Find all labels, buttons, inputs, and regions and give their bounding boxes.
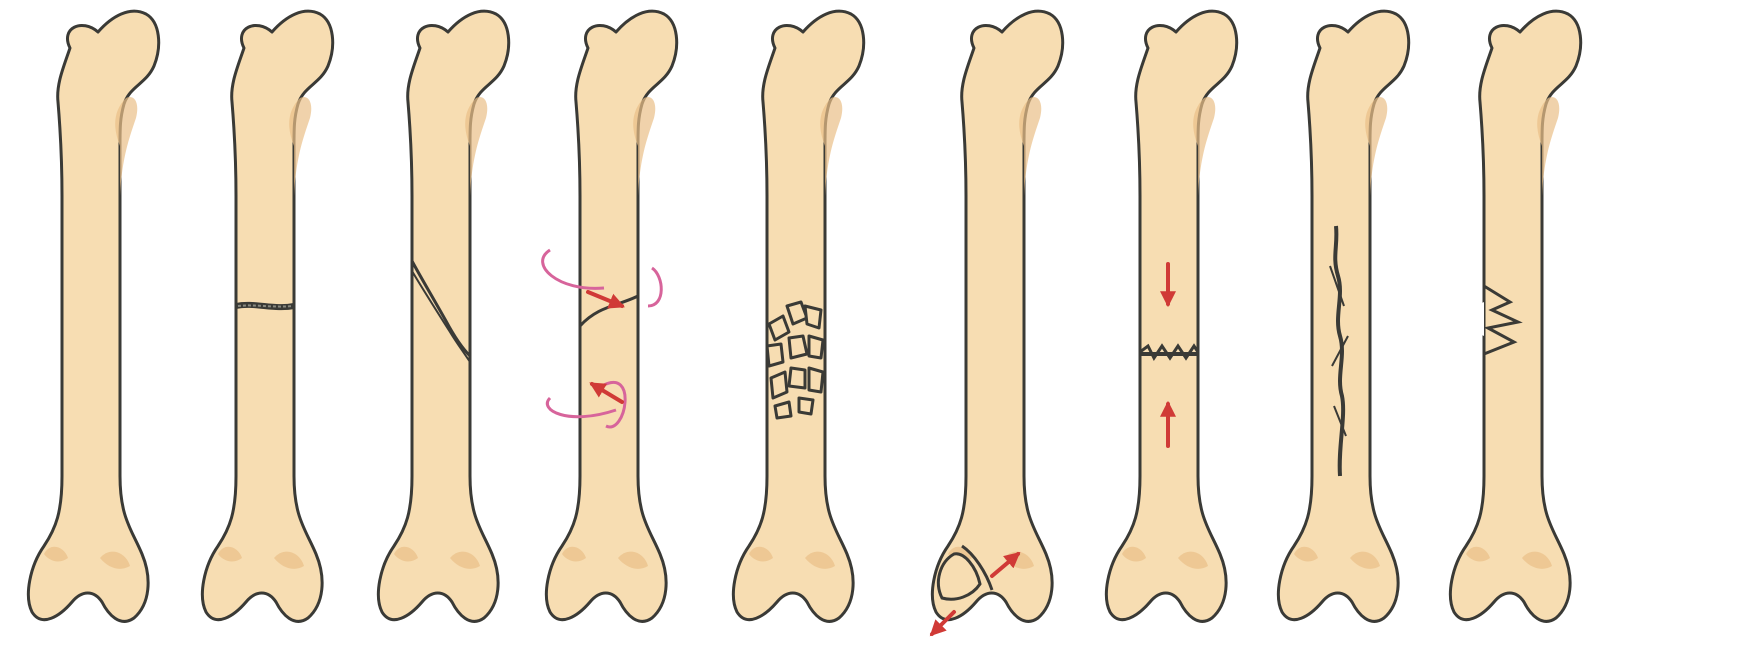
bone-spiral — [543, 11, 677, 621]
bone-outline — [546, 11, 676, 621]
bone-outline — [1106, 11, 1236, 621]
bone-compression — [1106, 11, 1236, 621]
bone-avulsion — [932, 11, 1063, 634]
bone-comminuted — [733, 11, 863, 621]
bone-fragment — [775, 402, 791, 418]
bone-outline — [1278, 11, 1408, 621]
bone-fragment — [799, 398, 813, 414]
bone-greenstick — [1450, 11, 1580, 621]
greenstick-gap — [1476, 302, 1484, 336]
bone-none — [28, 11, 158, 621]
twist-curve-right-top — [648, 268, 661, 306]
bone-outline — [28, 11, 158, 621]
bone-longitudinal — [1278, 11, 1408, 621]
bone-outline — [202, 11, 332, 621]
bone-fragment — [809, 336, 823, 358]
bone-fragment — [767, 344, 783, 366]
bone-fragment — [805, 306, 821, 328]
bone-fragment — [789, 368, 805, 388]
bone-oblique — [378, 11, 508, 621]
bone-fragment — [809, 368, 823, 392]
bone-outline — [932, 11, 1062, 621]
bone-outline — [1450, 11, 1580, 621]
bone-fragment — [789, 336, 807, 358]
bone-fragment — [771, 372, 787, 398]
bone-transverse — [202, 11, 332, 621]
